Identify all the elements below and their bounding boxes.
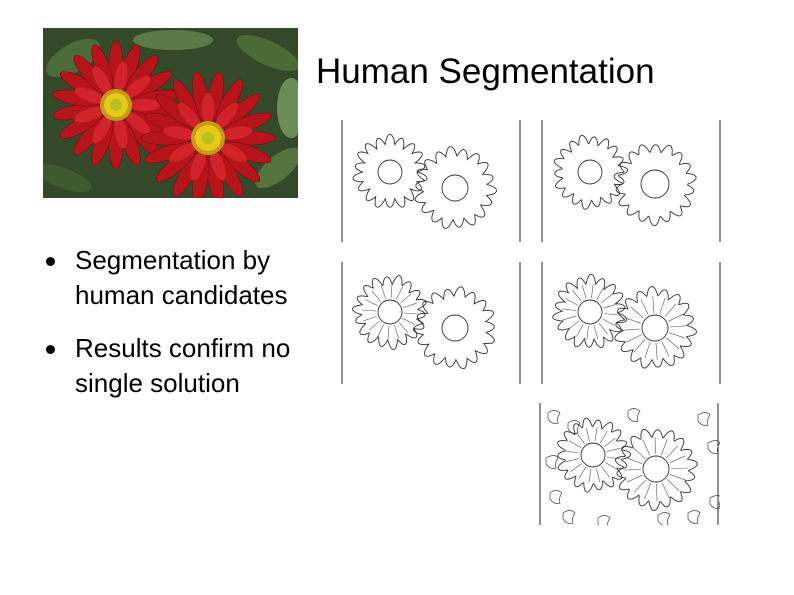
bullet-item: Results confirm no single solution [40, 331, 310, 401]
bullet-text: Segmentation by human candidates [75, 245, 288, 310]
bullet-list: Segmentation by human candidates Results… [40, 243, 310, 419]
segmentation-image-1 [340, 120, 522, 242]
slide-title: Human Segmentation [316, 52, 655, 91]
segmentation-image-5 [538, 403, 720, 525]
segmentation-image-3 [340, 262, 522, 384]
bullet-item: Segmentation by human candidates [40, 243, 310, 313]
flower-photo [43, 28, 298, 198]
segmentation-image-2 [540, 120, 722, 242]
bullet-dot-icon [46, 257, 55, 266]
bullet-dot-icon [46, 345, 55, 354]
segmentation-image-4 [540, 262, 722, 384]
bullet-text: Results confirm no single solution [75, 333, 291, 398]
